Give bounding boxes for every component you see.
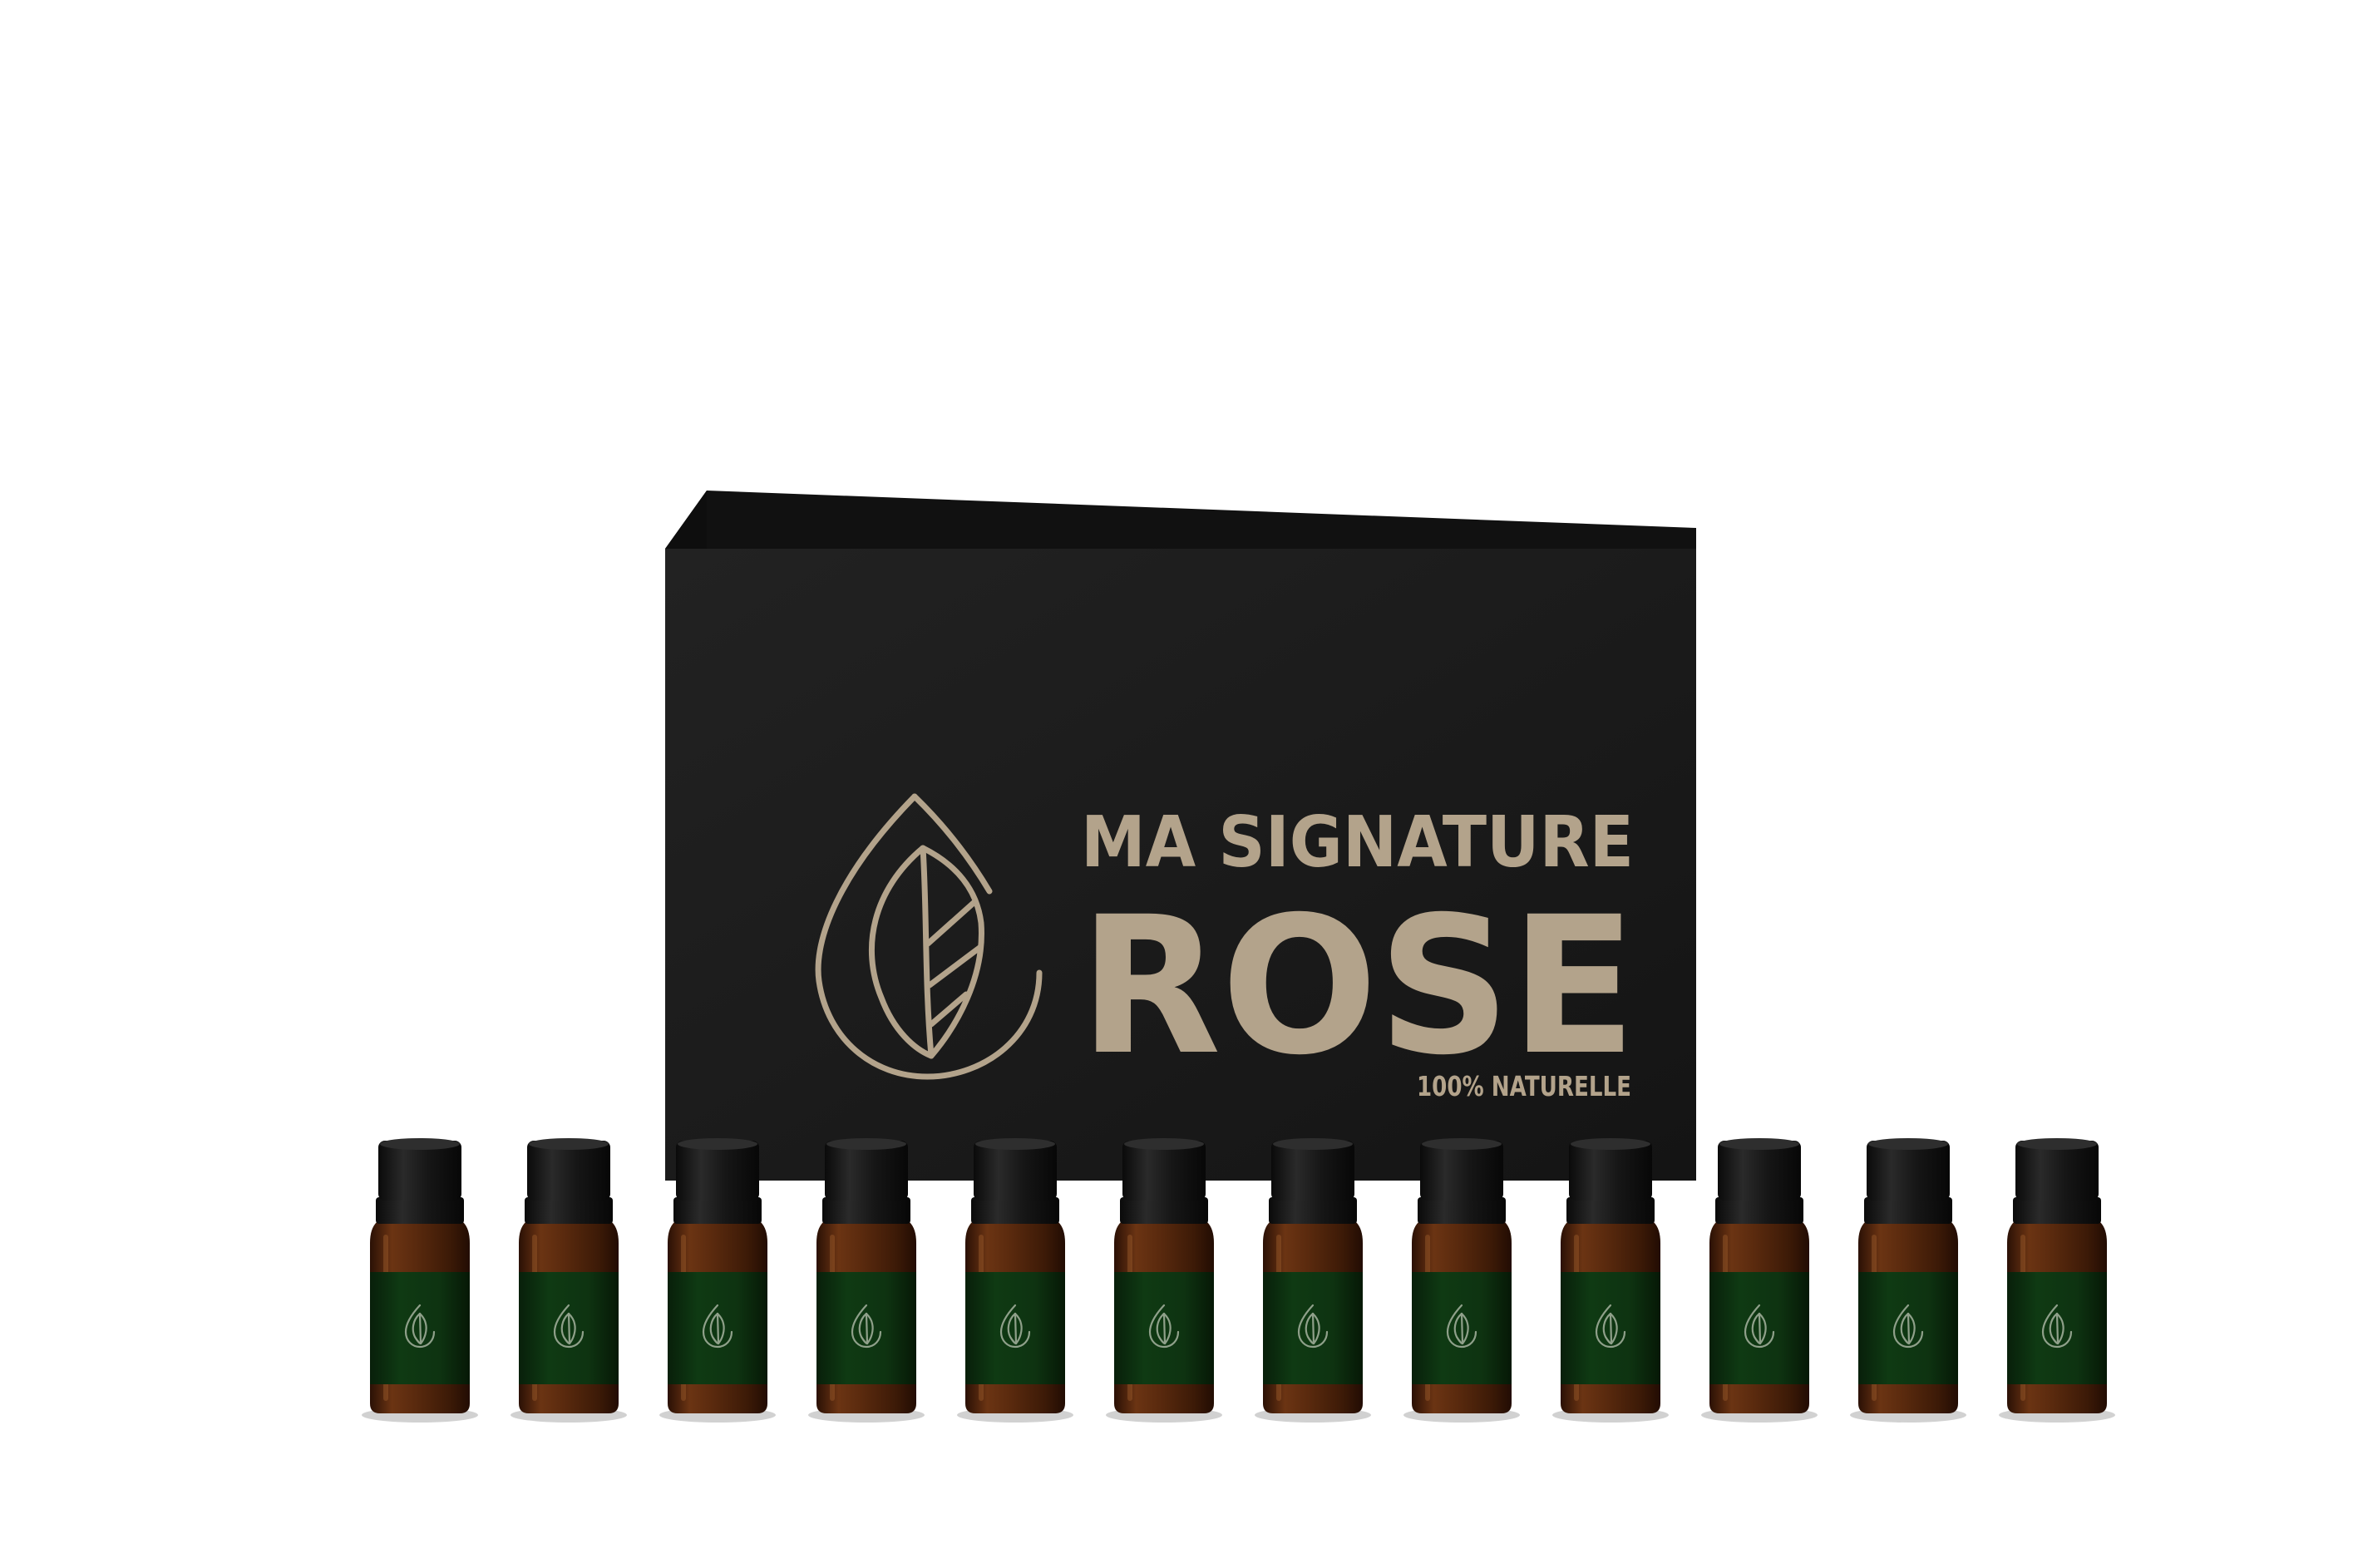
box-top-edge [665, 491, 1696, 549]
bottle-cap-band [673, 1197, 762, 1224]
leaf-in-drop-icon [553, 1304, 585, 1349]
leaf-in-drop-icon [1744, 1304, 1775, 1349]
bottle-cap [825, 1141, 908, 1201]
cap-top [1719, 1138, 1799, 1150]
bottle-row [362, 1138, 2115, 1423]
leaf-in-drop-icon [1446, 1304, 1477, 1349]
bottle-cap-band [1864, 1197, 1952, 1224]
cap-top [826, 1138, 906, 1150]
bottle-cap-band [1715, 1197, 1803, 1224]
essential-oil-bottle [362, 1138, 478, 1423]
bottle-cap-band [822, 1197, 910, 1224]
essential-oil-bottle [1552, 1138, 1669, 1423]
bottle-cap [1420, 1141, 1503, 1201]
leaf-in-drop-icon [1148, 1304, 1180, 1349]
bottle-cap [378, 1141, 461, 1201]
bottle-cap [1569, 1141, 1652, 1201]
bottle-cap [2015, 1141, 2099, 1201]
cap-top [678, 1138, 757, 1150]
brand-tagline: 100% NATURELLE [1417, 1070, 1631, 1102]
bottle-cap-band [376, 1197, 464, 1224]
essential-oil-bottle [808, 1138, 925, 1423]
cap-top [529, 1138, 609, 1150]
essential-oil-bottle [511, 1138, 627, 1423]
bottle-cap [1271, 1141, 1354, 1201]
leaf-in-drop-icon [702, 1304, 733, 1349]
cap-top [380, 1138, 460, 1150]
bottle-cap [527, 1141, 610, 1201]
bottle-cap-band [1269, 1197, 1357, 1224]
essential-oil-bottle [659, 1138, 776, 1423]
leaf-in-drop-icon [815, 793, 1043, 1080]
leaf-in-drop-icon [404, 1304, 436, 1349]
cap-top [1124, 1138, 1204, 1150]
cap-top [2017, 1138, 2097, 1150]
box-front [665, 549, 1696, 1181]
essential-oil-bottle [1106, 1138, 1222, 1423]
brand-name: ROSE [1079, 875, 1636, 1097]
bottle-cap-band [2013, 1197, 2101, 1224]
bottle-cap-band [1418, 1197, 1506, 1224]
essential-oil-bottle [1701, 1138, 1818, 1423]
brand-line-1: MA SIGNATURE [1081, 801, 1634, 884]
leaf-in-drop-icon [851, 1304, 882, 1349]
essential-oil-bottle [1999, 1138, 2115, 1423]
bottle-cap-band [525, 1197, 613, 1224]
essential-oil-bottle [957, 1138, 1073, 1423]
bottle-cap-band [1566, 1197, 1655, 1224]
bottle-cap [676, 1141, 759, 1201]
leaf-in-drop-icon [1892, 1304, 1924, 1349]
bottle-cap [1867, 1141, 1950, 1201]
cap-top [975, 1138, 1055, 1150]
essential-oil-bottle [1403, 1138, 1520, 1423]
cap-top [1571, 1138, 1650, 1150]
cap-top [1868, 1138, 1948, 1150]
leaf-in-drop-icon [1595, 1304, 1626, 1349]
bottle-cap-band [971, 1197, 1059, 1224]
leaf-in-drop-icon [999, 1304, 1031, 1349]
cap-top [1273, 1138, 1353, 1150]
bottle-cap [974, 1141, 1057, 1201]
leaf-in-drop-icon [2041, 1304, 2073, 1349]
cap-top [1422, 1138, 1502, 1150]
bottle-cap [1718, 1141, 1801, 1201]
leaf-in-drop-icon [1297, 1304, 1329, 1349]
bottle-cap-band [1120, 1197, 1208, 1224]
essential-oil-bottle [1850, 1138, 1966, 1423]
bottle-cap [1122, 1141, 1206, 1201]
gift-box: MA SIGNATURE ROSE 100% NATURELLE [665, 491, 1696, 1181]
essential-oil-bottle [1255, 1138, 1371, 1423]
